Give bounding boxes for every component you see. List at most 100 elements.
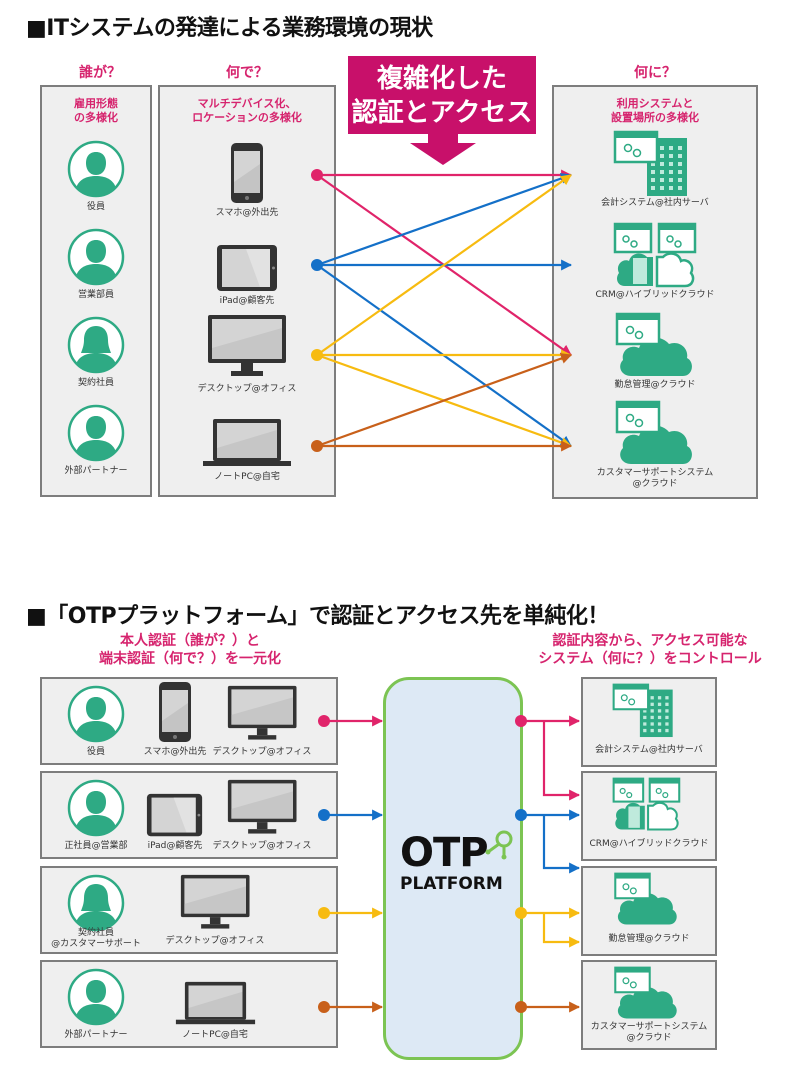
person-label-wrap: 外部パートナー [46, 1030, 146, 1041]
system-label-line2: @クラウド [626, 1033, 672, 1043]
system-label: CRM@ハイブリッドクラウド [595, 290, 715, 300]
device-label: デスクトップ@オフィス [212, 841, 312, 851]
connection-dot [311, 169, 323, 181]
input-dot [318, 809, 330, 821]
cloud-icon [612, 872, 681, 926]
who-label: 外部パートナー [64, 466, 128, 476]
output-dot [515, 1001, 527, 1013]
banner-line2: 認証とアクセス [351, 98, 533, 128]
system-label: 会計システム@社内サーバ [601, 198, 709, 208]
platform-text: PLATFORM [400, 874, 503, 894]
connection-dot [311, 349, 323, 361]
left-caption-line1: 本人認証（誰が？）と [120, 633, 260, 649]
connection-arrow [316, 353, 573, 448]
hybrid-cloud-icon [613, 222, 697, 288]
system-label-wrap: 勤怠管理@クラウド [552, 380, 758, 391]
person-female-icon [67, 874, 125, 932]
person-label: 正社員@営業部 [64, 841, 128, 851]
connection-dot [311, 259, 323, 271]
person-label-wrap: 役員 [46, 747, 146, 758]
system-label-line1: カスタマーサポートシステム [590, 1022, 708, 1032]
input-dot [318, 907, 330, 919]
right-caption: 認証内容から、アクセス可能な システム（何に？）をコントロール [520, 632, 780, 668]
system-label-wrap: 勤怠管理@クラウド [581, 934, 717, 945]
connection-arrow [316, 174, 572, 356]
person-female-icon [67, 316, 125, 374]
cloud-icon [612, 966, 681, 1020]
person-label-wrap: 契約社員@カスタマーサポート [46, 928, 146, 950]
access-branch-arrow [542, 913, 581, 948]
desktop-icon [227, 685, 297, 743]
complex-auth-banner: 複雑化した 認証とアクセス [348, 56, 536, 134]
access-branch-arrow [542, 721, 581, 801]
person-label-line2: @カスタマーサポート [51, 939, 141, 949]
who-label: 役員 [86, 202, 105, 212]
device-label: ノートPC@自宅 [182, 1030, 248, 1040]
connection-dot [311, 440, 323, 452]
cloud-icon [613, 312, 697, 378]
connection-arrow [316, 173, 573, 267]
left-caption: 本人認証（誰が？）と 端末認証（何で？）を一元化 [40, 632, 340, 668]
system-label-wrap: 会計システム@社内サーバ [581, 745, 717, 756]
person-male-icon [67, 404, 125, 462]
system-label-wrap: CRM@ハイブリッドクラウド [581, 839, 717, 850]
section1-title: ■ITシステムの発達による業務環境の現状 [26, 16, 433, 41]
hybrid-cloud-icon [612, 777, 681, 831]
otp-platform-box: OTP PLATFORM [383, 677, 523, 1060]
banner-line1: 複雑化した [376, 64, 507, 94]
system-label: CRM@ハイブリッドクラウド [589, 839, 709, 849]
what-question: 何で？ [226, 65, 268, 81]
system-label-line2: @クラウド [632, 479, 678, 489]
otp-key-logo-icon [485, 830, 513, 860]
person-male-icon [67, 685, 125, 743]
where-question: 何に？ [634, 65, 676, 81]
where-subhead-2: 設置場所の多様化 [611, 111, 699, 124]
left-caption-line2: 端末認証（何で？）を一元化 [99, 651, 281, 667]
system-label-wrap: 会計システム@社内サーバ [552, 198, 758, 209]
laptop-icon [202, 418, 292, 468]
person-male-icon [67, 779, 125, 837]
server-building-icon [613, 130, 693, 196]
where-subhead-1: 利用システムと [616, 97, 694, 110]
person-label: 外部パートナー [64, 1030, 128, 1040]
input-dot [318, 715, 330, 727]
what-subhead-2: ロケーションの多様化 [192, 111, 302, 124]
who-question: 誰が？ [79, 65, 121, 81]
system-label-line1: カスタマーサポートシステム [596, 468, 714, 478]
system-label: 勤怠管理@クラウド [614, 380, 696, 390]
person-label: 役員 [86, 747, 105, 757]
access-branch-arrow [542, 815, 581, 874]
person-male-icon [67, 968, 125, 1026]
device-label: iPad@顧客先 [219, 296, 275, 306]
input-dot [318, 1001, 330, 1013]
person-label-line1: 契約社員 [77, 928, 114, 938]
desktop-icon [180, 874, 250, 932]
system-label: 勤怠管理@クラウド [608, 934, 690, 944]
system-label-wrap: カスタマーサポートシステム@クラウド [552, 468, 758, 490]
system-label: 会計システム@社内サーバ [595, 745, 703, 755]
system-label-wrap: CRM@ハイブリッドクラウド [552, 290, 758, 301]
cloud-icon [613, 400, 697, 466]
output-dot [515, 907, 527, 919]
server-building-icon [612, 683, 678, 738]
device-label: デスクトップ@オフィス [212, 747, 312, 757]
section2-title: ■「OTPプラットフォーム」で認証とアクセス先を単純化！ [26, 604, 609, 629]
tablet-icon [146, 793, 203, 837]
who-label: 契約社員 [77, 378, 114, 388]
device-label: ノートPC@自宅 [214, 472, 280, 482]
platform-otp-text: OTP [400, 830, 489, 876]
device-label: スマホ@外出先 [143, 747, 207, 757]
output-dot [515, 715, 527, 727]
system-label-wrap: カスタマーサポートシステム@クラウド [581, 1022, 717, 1044]
tablet-icon [216, 244, 278, 292]
who-subhead-1: 雇用形態 [74, 97, 118, 110]
smartphone-icon [230, 142, 264, 204]
right-caption-line2: システム（何に？）をコントロール [538, 651, 762, 667]
banner-down-arrow-icon [410, 133, 476, 165]
desktop-icon [227, 779, 297, 837]
device-label: デスクトップ@オフィス [197, 384, 297, 394]
output-dot [515, 809, 527, 821]
what-subhead-1: マルチデバイス化、 [197, 97, 297, 110]
desktop-icon [207, 314, 287, 380]
who-subhead-2: の多様化 [74, 111, 118, 124]
